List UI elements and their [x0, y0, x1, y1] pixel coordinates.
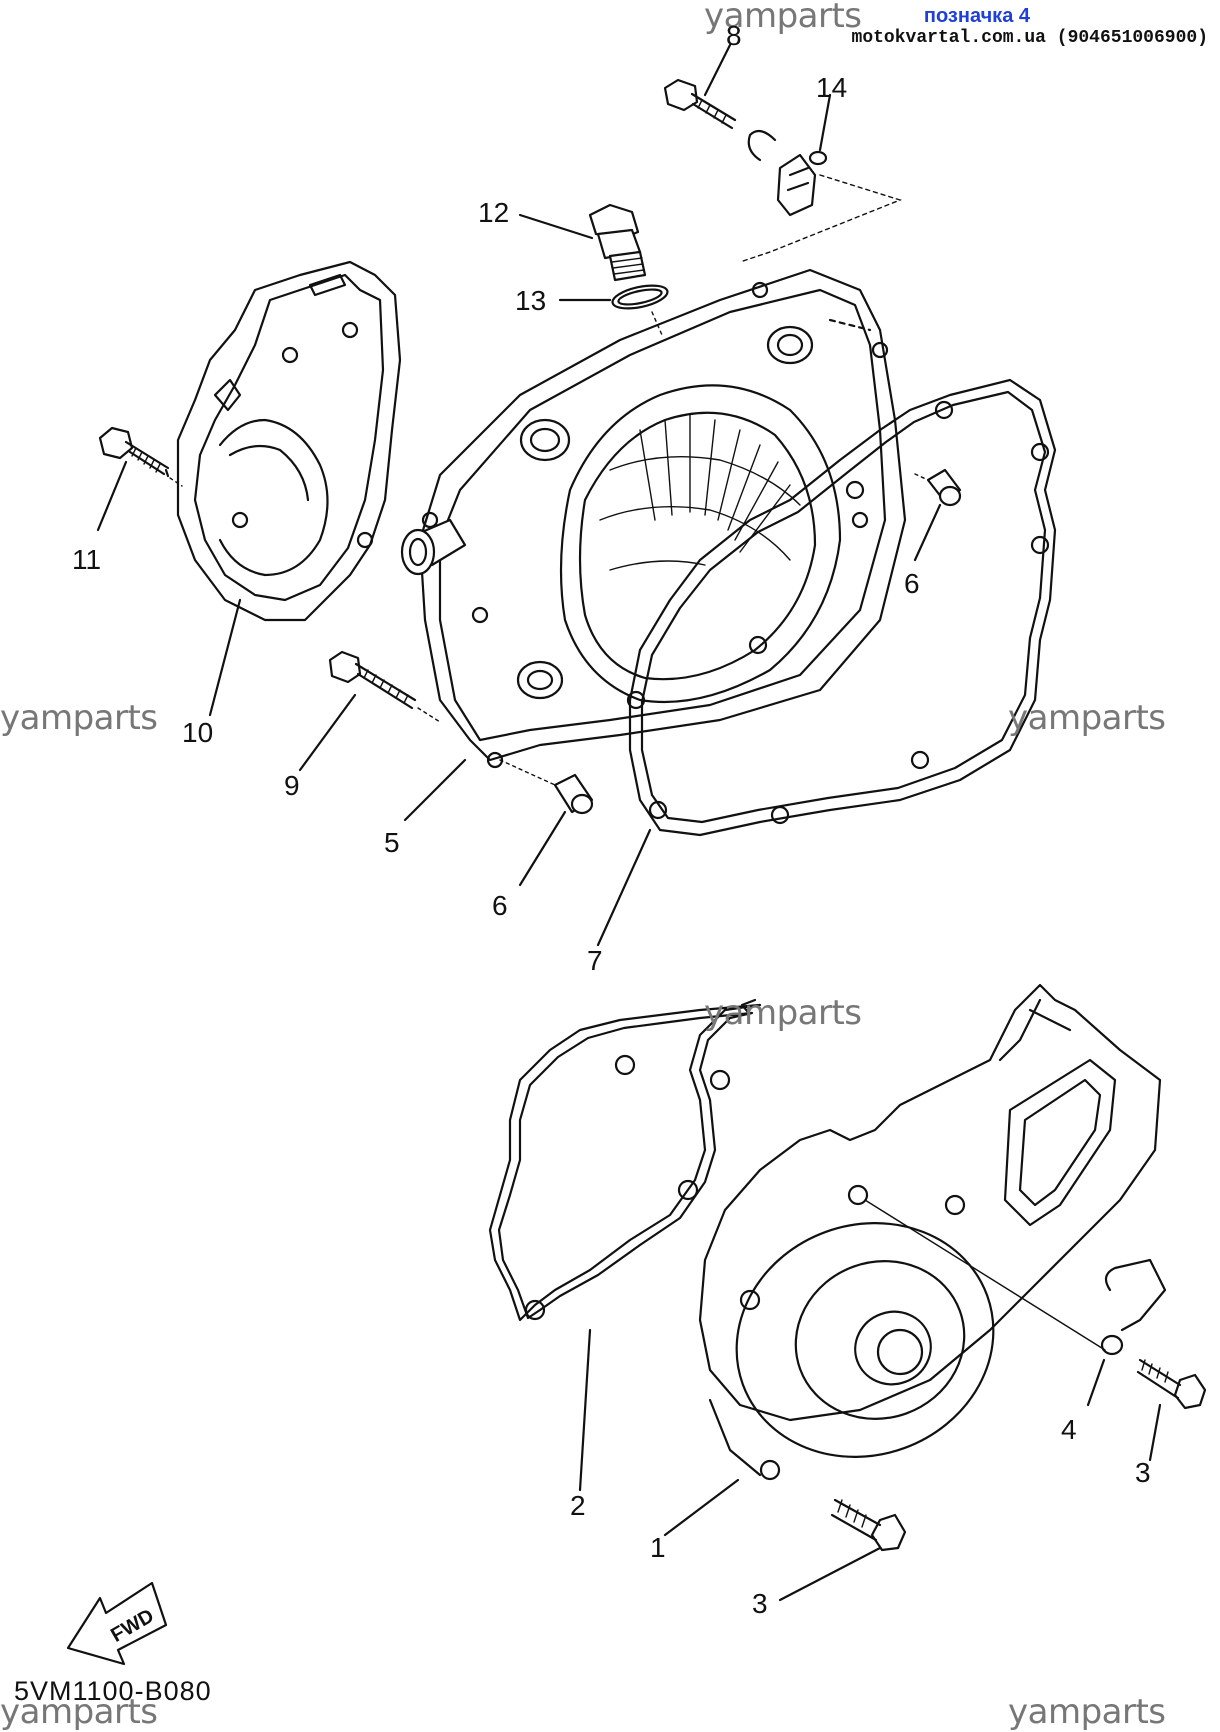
callout-5: 5 [384, 827, 400, 858]
callout-6: 6 [904, 568, 920, 599]
watermark: yamparts [704, 0, 862, 36]
part-6-dowel-lower [499, 759, 594, 887]
watermark: yamparts [0, 698, 158, 738]
watermark: yamparts [1008, 1692, 1166, 1732]
callout-1: 1 [650, 1532, 666, 1563]
callout-2: 2 [570, 1490, 586, 1521]
part-3-bolt-lower [778, 1498, 907, 1602]
callout-12: 12 [478, 197, 510, 228]
watermark: yamparts [0, 1692, 158, 1732]
part-5-crankcase-cover [400, 268, 907, 769]
callout-13: 13 [515, 285, 547, 316]
part-7-gasket [596, 378, 1057, 947]
watermark: yamparts [1008, 698, 1166, 738]
callout-8: 8 [726, 20, 742, 51]
part-10-cover [176, 260, 402, 622]
fwd-arrow-icon [66, 1581, 168, 1666]
site-info: motokvartal.com.ua (904651006900) [851, 28, 1208, 48]
part-2-gasket [488, 998, 762, 1492]
part-6-dowel-right [913, 468, 962, 562]
diagram-code: 5VM1100-B080 [14, 1676, 212, 1706]
callout-3: 3 [752, 1588, 768, 1619]
watermark: yamparts [704, 993, 862, 1033]
part-1-generator-cover [663, 983, 1162, 1537]
part-14-clamp [739, 93, 903, 263]
callout-3: 3 [1135, 1457, 1151, 1488]
tag-link[interactable]: позначка 4 [923, 5, 1030, 27]
callout-11: 11 [72, 544, 102, 575]
callout-7: 7 [587, 945, 603, 976]
callout-10: 10 [182, 717, 214, 748]
part-3-bolt-right [1136, 1358, 1207, 1462]
part-13-o-ring [558, 284, 669, 336]
callout-14: 14 [816, 72, 848, 103]
callout-4: 4 [1061, 1414, 1077, 1445]
part-12-plug [518, 203, 647, 282]
leader-10 [208, 598, 242, 717]
callout-6: 6 [492, 890, 508, 921]
callout-9: 9 [284, 770, 300, 801]
part-11-bolt [96, 426, 183, 532]
leader-5 [403, 758, 467, 822]
part-8-bolt [663, 43, 737, 130]
part-4-clamp [1086, 1258, 1167, 1407]
part-9-bolt [298, 650, 441, 772]
